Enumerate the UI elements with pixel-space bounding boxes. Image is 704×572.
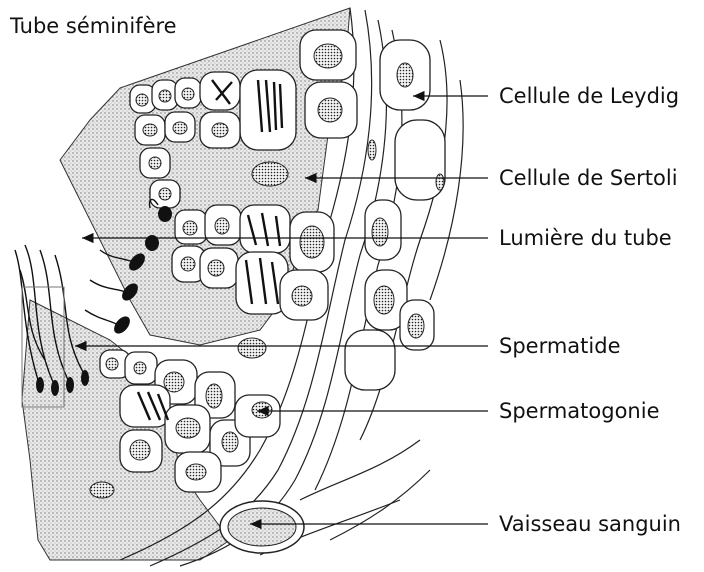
diagram-title: Tube séminifère bbox=[10, 14, 177, 38]
label-vaisseau: Vaisseau sanguin bbox=[499, 511, 681, 537]
blood-vessel bbox=[220, 501, 304, 553]
label-spermatogonie: Spermatogonie bbox=[499, 398, 660, 424]
label-leydig: Cellule de Leydig bbox=[499, 83, 679, 109]
label-sertoli: Cellule de Sertoli bbox=[499, 165, 678, 191]
label-spermatide: Spermatide bbox=[499, 333, 621, 359]
label-lumiere: Lumière du tube bbox=[499, 225, 672, 251]
